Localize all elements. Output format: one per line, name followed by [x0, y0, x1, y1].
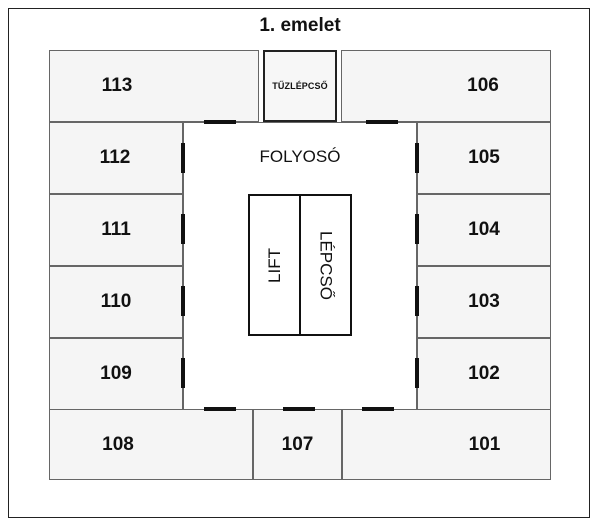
corridor-label: FOLYOSÓ — [259, 147, 341, 166]
door-105 — [415, 143, 419, 173]
room-106: 106 — [341, 50, 551, 122]
room-102: 102 — [417, 338, 551, 410]
room-104: 104 — [417, 194, 551, 266]
door-109 — [181, 358, 185, 388]
room-107: 107 — [253, 409, 342, 480]
room-103: 103 — [417, 266, 551, 338]
door-101 — [362, 407, 394, 411]
door-113 — [204, 120, 236, 124]
room-105: 105 — [417, 122, 551, 194]
room-111: 111 — [49, 194, 183, 266]
floor-title: 1. emelet — [259, 15, 341, 36]
door-104 — [415, 214, 419, 244]
door-103 — [415, 286, 419, 316]
door-111 — [181, 214, 185, 244]
door-107 — [283, 407, 315, 411]
room-108: 108 — [49, 409, 253, 480]
door-106 — [366, 120, 398, 124]
lift: LIFT — [248, 194, 301, 336]
room-112: 112 — [49, 122, 183, 194]
room-110: 110 — [49, 266, 183, 338]
fire-stairs: TŰZLÉPCSŐ — [263, 50, 337, 122]
door-108 — [204, 407, 236, 411]
door-112 — [181, 143, 185, 173]
lift-label: LIFT — [264, 247, 284, 283]
door-110 — [181, 286, 185, 316]
stairs-label: LÉPCSŐ — [316, 230, 336, 300]
door-102 — [415, 358, 419, 388]
map-frame — [8, 8, 590, 518]
room-101: 101 — [342, 409, 551, 480]
room-109: 109 — [49, 338, 183, 410]
stairs: LÉPCSŐ — [299, 194, 352, 336]
room-113: 113 — [49, 50, 259, 122]
